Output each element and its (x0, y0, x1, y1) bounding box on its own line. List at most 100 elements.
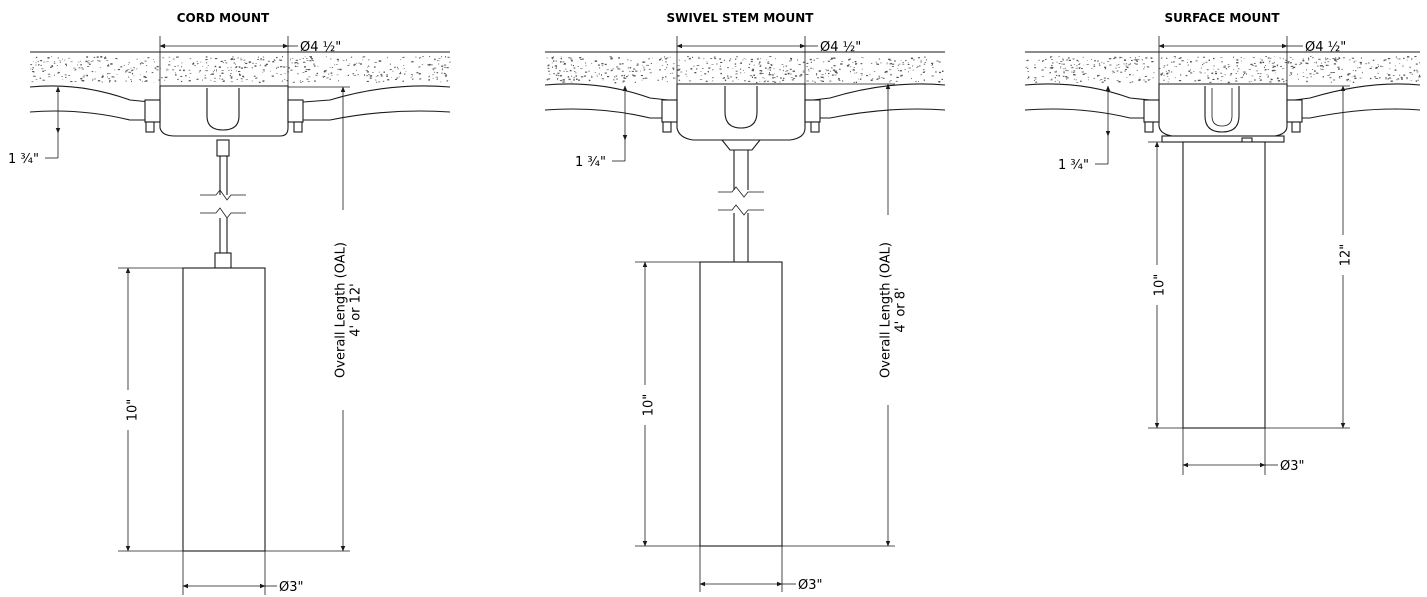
overall-length-dimension: Overall Length (OAL) 4' or 12' (265, 86, 364, 552)
concrete-speck (1034, 67, 1037, 69)
concrete-speck (1270, 57, 1272, 59)
concrete-speck (395, 79, 397, 80)
concrete-speck (374, 62, 377, 63)
concrete-speck (632, 74, 634, 76)
concrete-speck (1272, 65, 1274, 67)
concrete-speck (403, 56, 405, 58)
concrete-speck (228, 69, 230, 71)
concrete-speck (230, 81, 233, 83)
concrete-speck (1240, 60, 1242, 62)
concrete-speck (108, 78, 110, 80)
concrete-speck (240, 57, 242, 59)
concrete-speck (743, 69, 744, 71)
concrete-speck (772, 76, 774, 78)
concrete-speck (616, 78, 618, 80)
concrete-speck (601, 74, 602, 76)
concrete-speck (1188, 70, 1191, 72)
concrete-speck (1083, 64, 1085, 66)
concrete-speck (389, 63, 391, 65)
concrete-speck (83, 74, 86, 76)
concrete-speck (1283, 81, 1285, 83)
concrete-speck (912, 69, 914, 71)
concrete-speck (366, 71, 369, 73)
concrete-speck (1411, 73, 1413, 75)
concrete-speck (554, 65, 558, 67)
concrete-speck (735, 73, 737, 75)
concrete-speck (1035, 81, 1038, 83)
concrete-speck (242, 75, 244, 77)
concrete-speck (37, 60, 39, 62)
concrete-speck (1235, 73, 1237, 74)
concrete-speck (262, 59, 265, 61)
concrete-speck (688, 80, 692, 82)
concrete-speck (218, 66, 221, 68)
concrete-speck (610, 58, 613, 60)
concrete-speck (879, 77, 881, 79)
concrete-speck (767, 62, 770, 64)
concrete-speck (1390, 80, 1393, 82)
concrete-speck (277, 66, 279, 68)
concrete-speck (284, 73, 286, 74)
concrete-speck (708, 67, 711, 69)
concrete-speck (832, 69, 836, 71)
concrete-speck (334, 64, 336, 66)
concrete-speck (1178, 80, 1182, 82)
concrete-speck (296, 66, 299, 67)
concrete-speck (1093, 64, 1095, 66)
concrete-speck (781, 64, 784, 65)
concrete-speck (580, 68, 583, 69)
concrete-speck (1166, 73, 1169, 75)
concrete-speck (1326, 58, 1329, 60)
concrete-speck (643, 68, 646, 70)
concrete-speck (1271, 78, 1273, 80)
concrete-speck (624, 78, 627, 79)
concrete-speck (667, 57, 669, 59)
concrete-speck (907, 64, 910, 65)
depth-dimension: 1 ¾" (1058, 85, 1111, 173)
concrete-speck (546, 78, 548, 81)
concrete-speck (762, 73, 764, 74)
concrete-speck (41, 68, 44, 70)
concrete-speck (411, 75, 413, 77)
concrete-speck (1377, 72, 1379, 74)
concrete-speck (606, 69, 609, 71)
concrete-speck (1284, 62, 1287, 63)
concrete-speck (1282, 68, 1285, 69)
concrete-speck (1308, 59, 1310, 61)
concrete-speck (930, 65, 932, 66)
concrete-speck (1298, 64, 1301, 65)
concrete-speck (560, 56, 562, 58)
concrete-speck (1212, 78, 1215, 80)
concrete-speck (1097, 75, 1099, 77)
concrete-speck (1252, 65, 1254, 66)
concrete-speck (1320, 65, 1324, 67)
concrete-speck (144, 80, 147, 82)
concrete-speck (1327, 61, 1330, 63)
concrete-speck (107, 65, 110, 67)
concrete-speck (61, 76, 63, 77)
concrete-speck (1134, 62, 1136, 64)
concrete-speck (1362, 71, 1363, 74)
concrete-speck (1107, 78, 1110, 80)
concrete-speck (613, 79, 615, 81)
concrete-speck (854, 61, 857, 62)
cylinder-diameter-label: Ø3" (1280, 459, 1304, 474)
concrete-speck (773, 77, 776, 79)
concrete-speck (1034, 77, 1037, 79)
concrete-speck (1106, 61, 1110, 62)
concrete-speck (32, 67, 34, 69)
concrete-speck (1093, 65, 1096, 67)
concrete-speck (1120, 57, 1123, 58)
concrete-speck (176, 56, 179, 58)
concrete-speck (853, 67, 855, 68)
concrete-speck (552, 66, 553, 68)
concrete-speck (1265, 56, 1267, 57)
concrete-speck (147, 57, 150, 59)
concrete-speck (861, 68, 863, 70)
concrete-speck (1131, 81, 1134, 83)
concrete-speck (140, 62, 143, 63)
concrete-speck (106, 60, 109, 61)
concrete-speck (386, 75, 388, 77)
concrete-speck (1302, 60, 1305, 62)
concrete-speck (1115, 67, 1117, 69)
